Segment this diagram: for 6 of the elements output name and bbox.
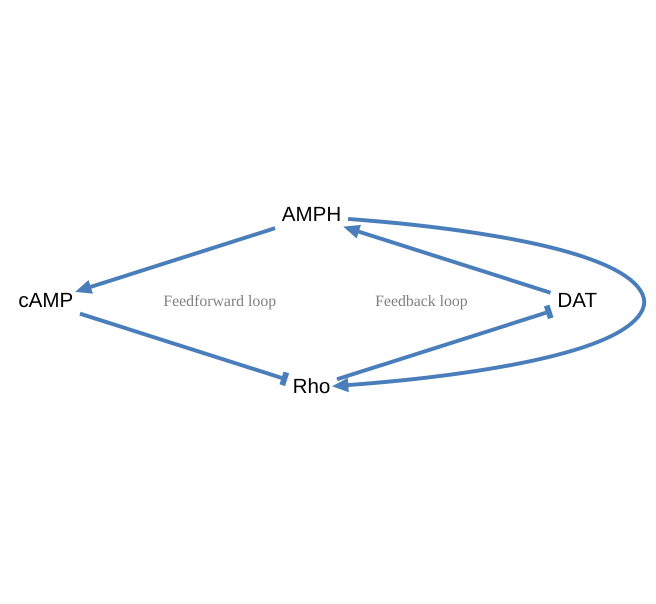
node-text: DAT (557, 288, 598, 312)
node-text: AMPH (282, 202, 342, 226)
node-text: Rho (292, 375, 330, 398)
label: Feedback loop (375, 292, 468, 310)
node-text: cAMP (18, 288, 74, 312)
label: Feedforward loop (163, 292, 276, 310)
